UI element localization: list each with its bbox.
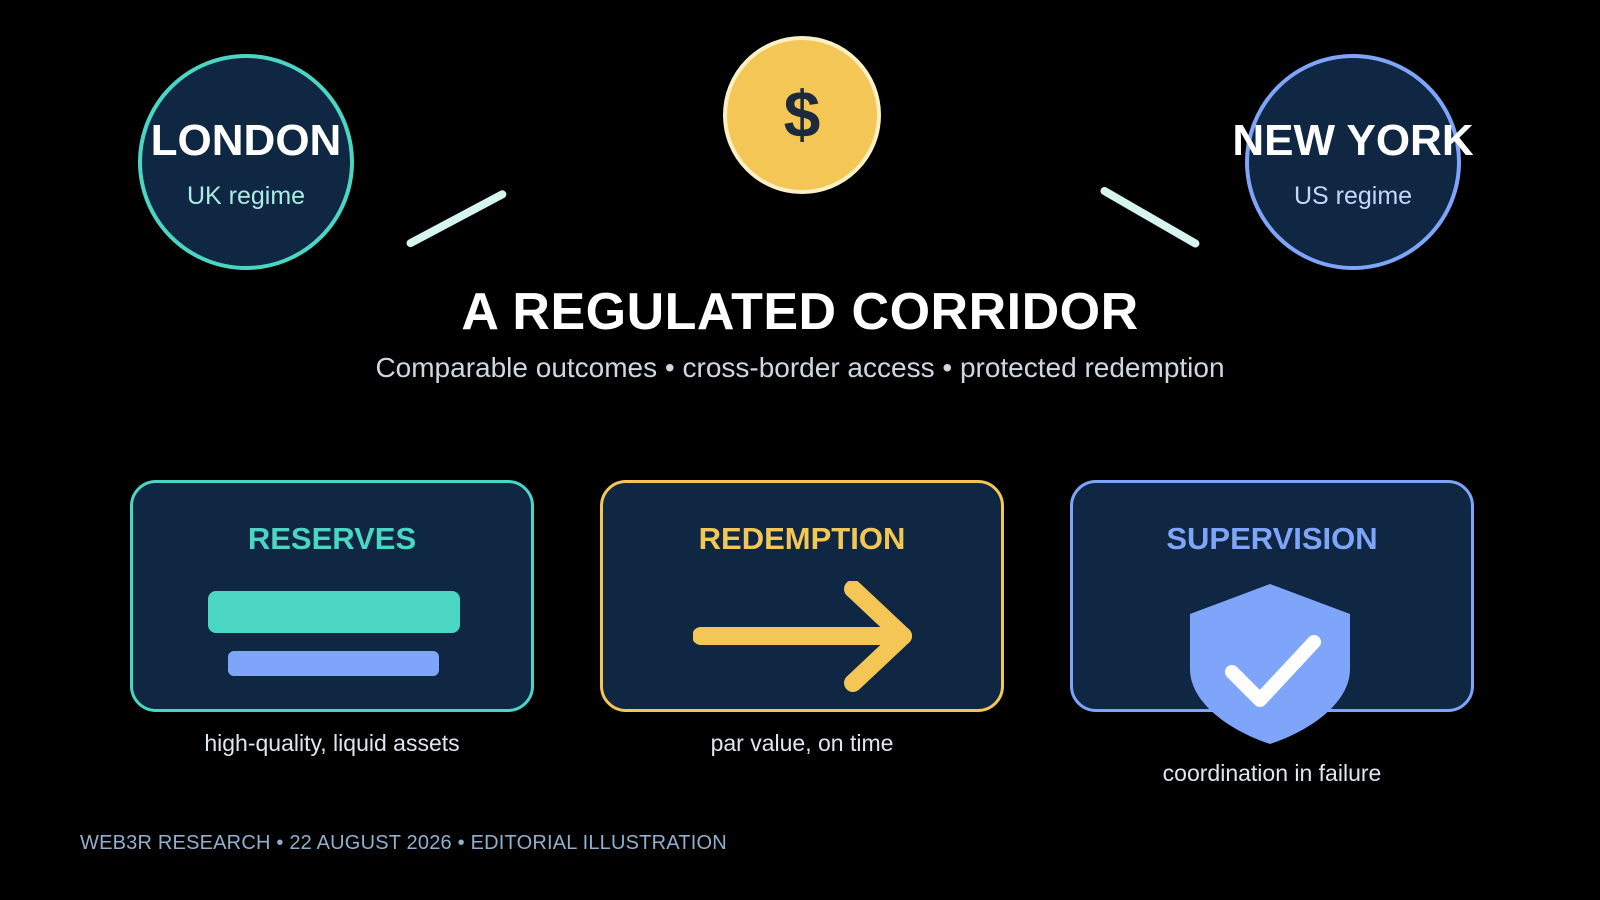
supervision-caption: coordination in failure <box>1162 760 1382 786</box>
reserves-caption: high-quality, liquid assets <box>204 730 460 756</box>
new-york-circle: NEW YORK US regime <box>1232 54 1474 270</box>
dollar-symbol: $ <box>783 77 821 151</box>
reserve-bar-top <box>208 591 460 633</box>
supervision-title: SUPERVISION <box>1166 521 1378 556</box>
us-regime-label: US regime <box>1293 182 1413 210</box>
right-connector-line <box>1099 185 1201 249</box>
shield-check-icon <box>1190 584 1350 744</box>
left-connector-line <box>405 188 508 249</box>
footer-credit: WEB3R RESEARCH • 22 AUGUST 2026 • EDITOR… <box>80 832 727 854</box>
london-circle: LONDON UK regime <box>138 54 354 270</box>
redemption-caption: par value, on time <box>710 730 894 756</box>
new-york-label: NEW YORK <box>1232 116 1474 165</box>
page-subtitle: Comparable outcomes • cross-border acces… <box>375 352 1225 383</box>
arrow-right-icon <box>693 581 912 692</box>
london-label: LONDON <box>150 116 342 165</box>
redemption-title: REDEMPTION <box>698 521 906 556</box>
dollar-coin-icon: $ <box>723 36 881 194</box>
reserve-bar-bottom <box>228 651 439 676</box>
reserve-bars-icon <box>208 591 460 677</box>
redemption-card: REDEMPTION <box>600 480 1004 712</box>
reserves-card: RESERVES <box>130 480 534 712</box>
page-title: A REGULATED CORRIDOR <box>461 283 1139 341</box>
uk-regime-label: UK regime <box>186 182 306 210</box>
reserves-title: RESERVES <box>247 521 417 556</box>
